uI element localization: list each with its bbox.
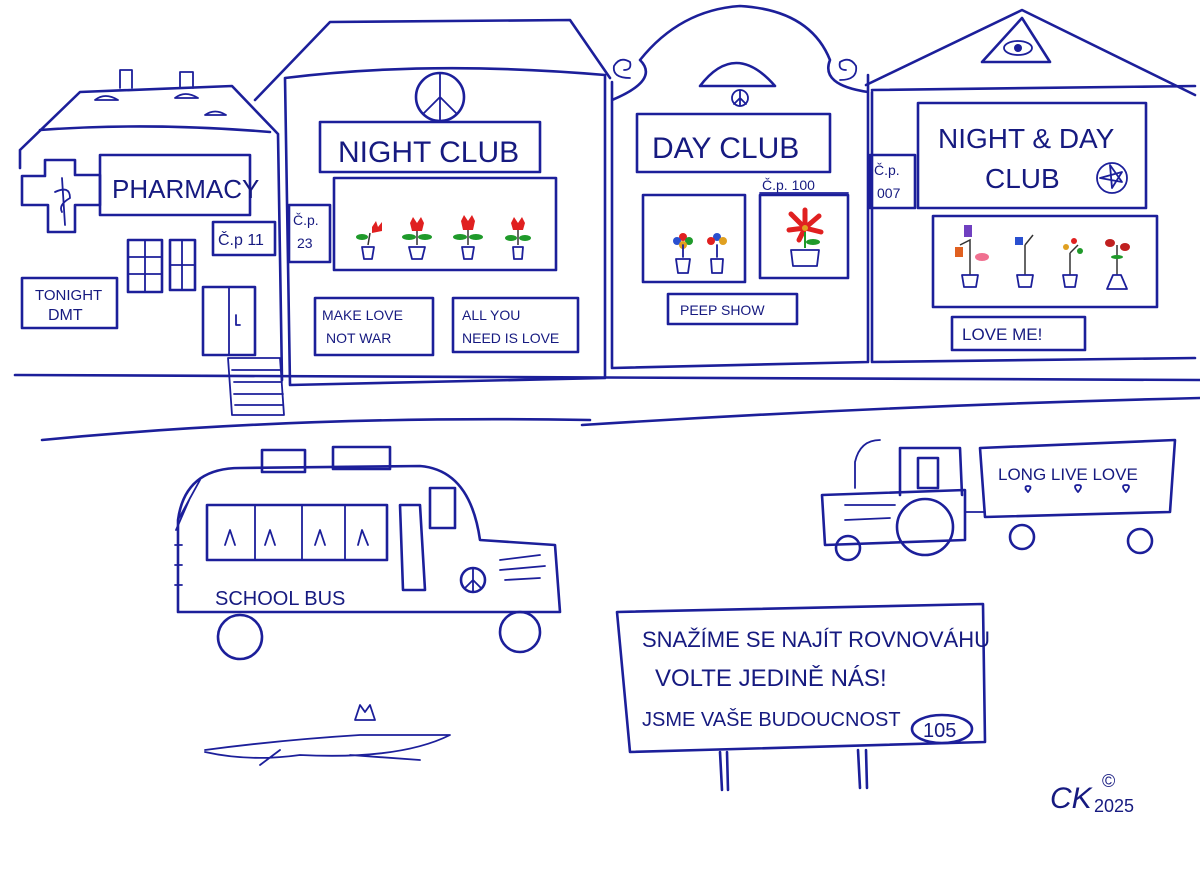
billboard-line3: JSME VAŠE BUDOUCNOST	[642, 708, 901, 731]
election-billboard: SNAŽÍME SE NAJÍT ROVNOVÁHU VOLTE JEDINĚ …	[615, 602, 990, 792]
night-club-house-number-line1: Č.p.	[293, 212, 319, 228]
day-club-building: DAY CLUB Č.p. 100 PEEP SHOW	[610, 4, 870, 370]
caduceus-icon	[54, 177, 71, 226]
night-day-club-house-number-line2: 007	[877, 185, 901, 201]
bus-wheel-front	[216, 613, 264, 661]
night-day-club-sign-line2: CLUB	[985, 163, 1060, 194]
day-club-house-number: Č.p. 100	[762, 177, 815, 193]
night-club-sign: NIGHT CLUB	[338, 136, 519, 169]
day-club-board: PEEP SHOW	[680, 302, 765, 318]
pharmacy-door	[201, 285, 285, 416]
pharmacy-board-line2: DMT	[48, 307, 83, 324]
bus-windows	[205, 503, 389, 562]
billboard-badge: 105	[923, 720, 956, 742]
bus-wheel-rear	[498, 610, 542, 654]
day-club-window-right	[758, 193, 850, 280]
night-club-board-right-line2: NEED IS LOVE	[462, 330, 559, 346]
wilting-flowers	[955, 225, 1130, 290]
tractor-front-wheel	[834, 534, 862, 562]
day-club-sign: DAY CLUB	[652, 132, 799, 165]
tractor-with-trailer: LONG LIVE LOVE	[820, 438, 1177, 562]
night-club-board-right-line1: ALL YOU	[462, 307, 520, 323]
star-icon	[1099, 164, 1123, 189]
eye-of-providence-icon	[980, 16, 1052, 64]
billboard-line1: SNAŽÍME SE NAJÍT ROVNOVÁHU	[642, 627, 990, 652]
billboard-line2: VOLTE JEDINĚ NÁS!	[655, 665, 887, 692]
pharmacy-cross-icon	[20, 158, 102, 234]
pharmacy-windows	[126, 238, 197, 294]
night-club-building: NIGHT CLUB Č.p. 23 MAKE LOVE NOT WAR ALL…	[253, 18, 612, 387]
signature-year: 2025	[1094, 796, 1134, 816]
artist-signature: CK © 2025	[1050, 771, 1134, 816]
pharmacy-sign: PHARMACY	[112, 174, 259, 204]
pharmacy-sign-frame	[98, 153, 252, 217]
day-club-window-left	[641, 193, 747, 284]
night-club-board-left-line2: NOT WAR	[326, 330, 391, 346]
night-day-club-board: LOVE ME!	[962, 325, 1042, 344]
night-day-club-house-number-line1: Č.p.	[874, 162, 900, 178]
pharmacy-house-number: Č.p 11	[218, 230, 264, 249]
night-club-board-left-line1: MAKE LOVE	[322, 307, 403, 323]
night-day-club-building: NIGHT & DAY CLUB Č.p. 007 LOVE ME!	[864, 8, 1197, 364]
tractor-rear-wheel	[895, 497, 955, 557]
trailer-label: LONG LIVE LOVE	[998, 465, 1138, 484]
crowned-figure-sketch	[204, 704, 451, 766]
signature-copyright: ©	[1102, 771, 1115, 791]
daisy-flowers	[673, 207, 824, 274]
night-club-flower-window	[332, 176, 558, 272]
night-day-club-sign-line1: NIGHT & DAY	[938, 123, 1115, 154]
signature-initials: CK	[1050, 782, 1094, 815]
street	[13, 373, 1200, 442]
night-club-house-number-line2: 23	[297, 235, 313, 251]
heart-icons	[1024, 484, 1130, 493]
spiral-ornament-icon	[612, 58, 858, 81]
pharmacy-board-line1: TONIGHT	[35, 287, 102, 304]
tulip-flowers	[356, 215, 531, 260]
night-day-club-window	[931, 214, 1159, 309]
school-bus: SCHOOL BUS	[174, 445, 562, 661]
billboard-badge-oval	[910, 713, 974, 745]
pharmacy-building: PHARMACY Č.p 11 TONIGHT DMT	[18, 69, 285, 416]
bus-label: SCHOOL BUS	[215, 588, 345, 610]
